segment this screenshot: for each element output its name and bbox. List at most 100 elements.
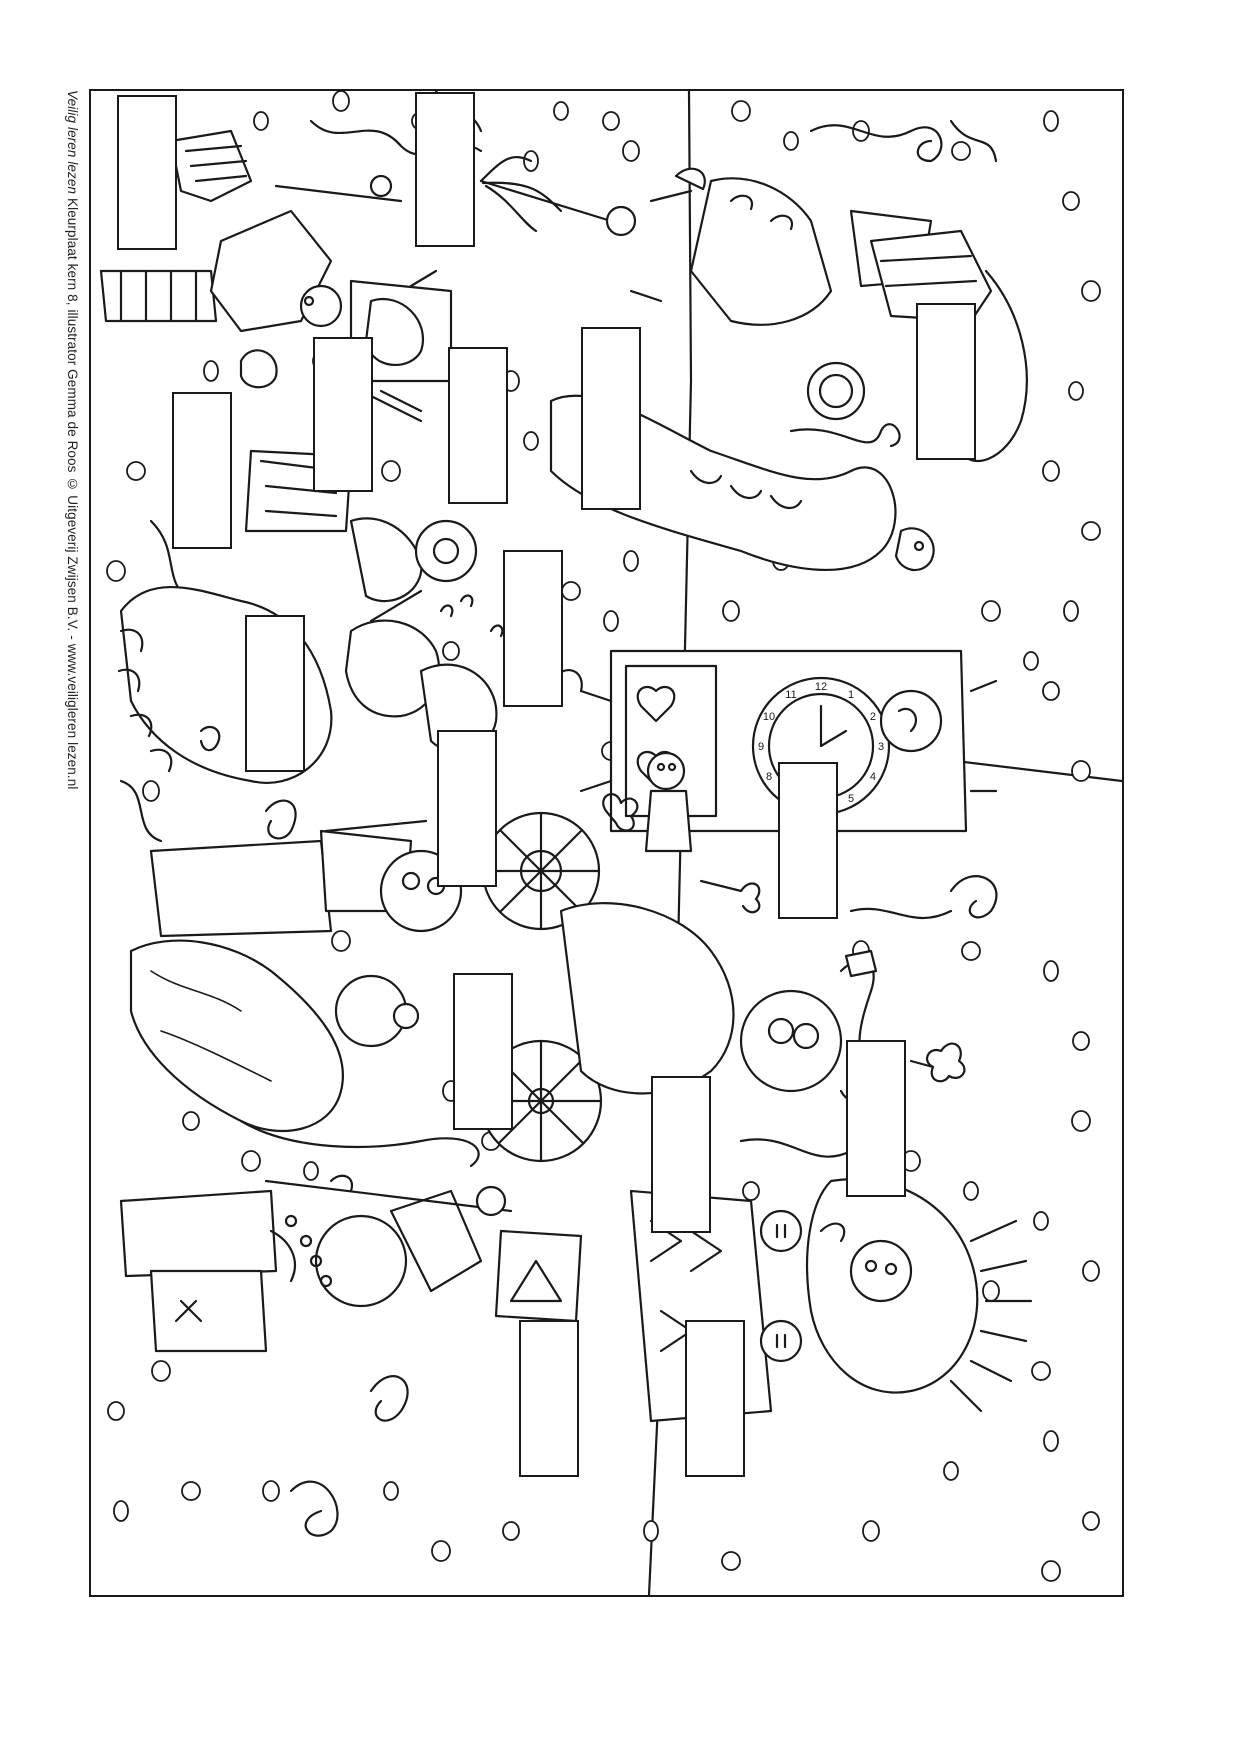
confetti-dot [623,550,639,572]
confetti-dot [1031,1361,1051,1381]
label-box[interactable] [448,347,508,504]
clock-number: 11 [785,689,796,701]
label-box[interactable] [453,973,513,1130]
clock-number: 2 [870,711,876,723]
confetti-dot [1042,681,1060,701]
queen-figure [629,167,993,421]
pinocchio-figure [349,269,453,423]
confetti-dot [1071,760,1091,782]
painter-figure [149,819,463,938]
carnival-illustration: 121234567891011 [99,91,1122,1595]
confetti-dot [1062,191,1080,211]
confetti-dot [1072,1031,1090,1051]
confetti-dot [982,1280,1000,1302]
confetti-dot [253,111,269,131]
label-box[interactable] [313,337,373,492]
confetti-dot [126,461,146,481]
confetti-dot [1071,1110,1091,1132]
confetti-dot [1042,460,1060,482]
clock-number: 12 [815,681,827,693]
confetti-dot [1033,1211,1049,1231]
confetti-dot [241,1150,261,1172]
confetti-dot [262,1480,280,1502]
confetti-dot [181,1481,201,1501]
scarecrow-figure [119,1174,513,1353]
label-box[interactable] [846,1040,906,1197]
confetti-dot [963,1181,979,1201]
clown-figure [739,989,966,1093]
clock-number: 4 [870,771,876,783]
label-box[interactable] [437,730,497,887]
confetti-dot [731,100,751,122]
drummer-figure [244,389,478,603]
confetti-dot [142,780,160,802]
confetti-dot [951,141,971,161]
confetti-dot [1081,521,1101,541]
confetti-dot [332,91,350,112]
confetti-dot [203,360,219,382]
picture-frame [89,89,1124,1597]
confetti-dot [1043,960,1059,982]
confetti-dot [1043,1430,1059,1452]
confetti-dot [602,111,620,131]
confetti-dot [742,1181,760,1201]
confetti-dot [107,1401,125,1421]
confetti-dot [943,1461,959,1481]
label-box[interactable] [503,550,563,707]
label-box[interactable] [172,392,232,549]
label-box[interactable] [117,95,177,250]
clock-number: 1 [848,689,854,701]
confetti-dot [603,610,619,632]
label-box[interactable] [651,1076,711,1233]
label-box[interactable] [916,303,976,460]
confetti-dot [442,641,460,661]
confetti-dot [523,431,539,451]
label-box[interactable] [581,327,641,510]
grandfather-clock: 121234567891011 [549,649,998,833]
confetti-dot [783,131,799,151]
confetti-dot [502,1521,520,1541]
confetti-dot [106,560,126,582]
confetti-dot [1041,1560,1061,1582]
label-box[interactable] [685,1320,745,1477]
jester-figure [99,129,403,389]
confetti-dot [1082,1511,1100,1531]
credit-text: Kleurplaat kern 8, illustrator Gemma de … [65,197,80,790]
confetti-dot [553,101,569,121]
confetti-dot [113,1500,129,1522]
lantern-boat [494,1229,583,1323]
confetti-dot [303,1161,319,1181]
clock-number: 9 [758,741,764,753]
tassel-staff [479,156,637,237]
label-box[interactable] [415,92,475,247]
confetti-dot [431,1540,451,1562]
confetti-dot [1063,600,1079,622]
confetti-dot [622,140,640,162]
wheel-chariot [479,811,735,1163]
clock-number: 8 [766,771,772,783]
clock-number: 10 [763,711,775,723]
confetti-dot [722,600,740,622]
confetti-dot [862,1520,880,1542]
clock-number: 5 [848,793,854,805]
doll-figure [602,751,761,914]
confetti-dot [643,1520,659,1542]
label-box[interactable] [778,762,838,919]
confetti-dot [383,1481,399,1501]
confetti-dot [981,600,1001,622]
confetti-dot [561,581,581,601]
label-box[interactable] [519,1320,579,1477]
credit-line: Veilig leren lezen Kleurplaat kern 8, il… [62,90,82,1590]
confetti-dot [1081,280,1101,302]
confetti-dot [151,1360,171,1382]
confetti-dot [721,1551,741,1571]
credit-series: Veilig leren lezen [65,90,80,195]
confetti-dot [1023,651,1039,671]
clock-number: 3 [878,741,884,753]
confetti-dot [961,941,981,961]
confetti-dot [182,1111,200,1131]
clock-face-numbers: 121234567891011 [758,681,884,813]
label-box[interactable] [245,615,305,772]
confetti-dot [1043,110,1059,132]
